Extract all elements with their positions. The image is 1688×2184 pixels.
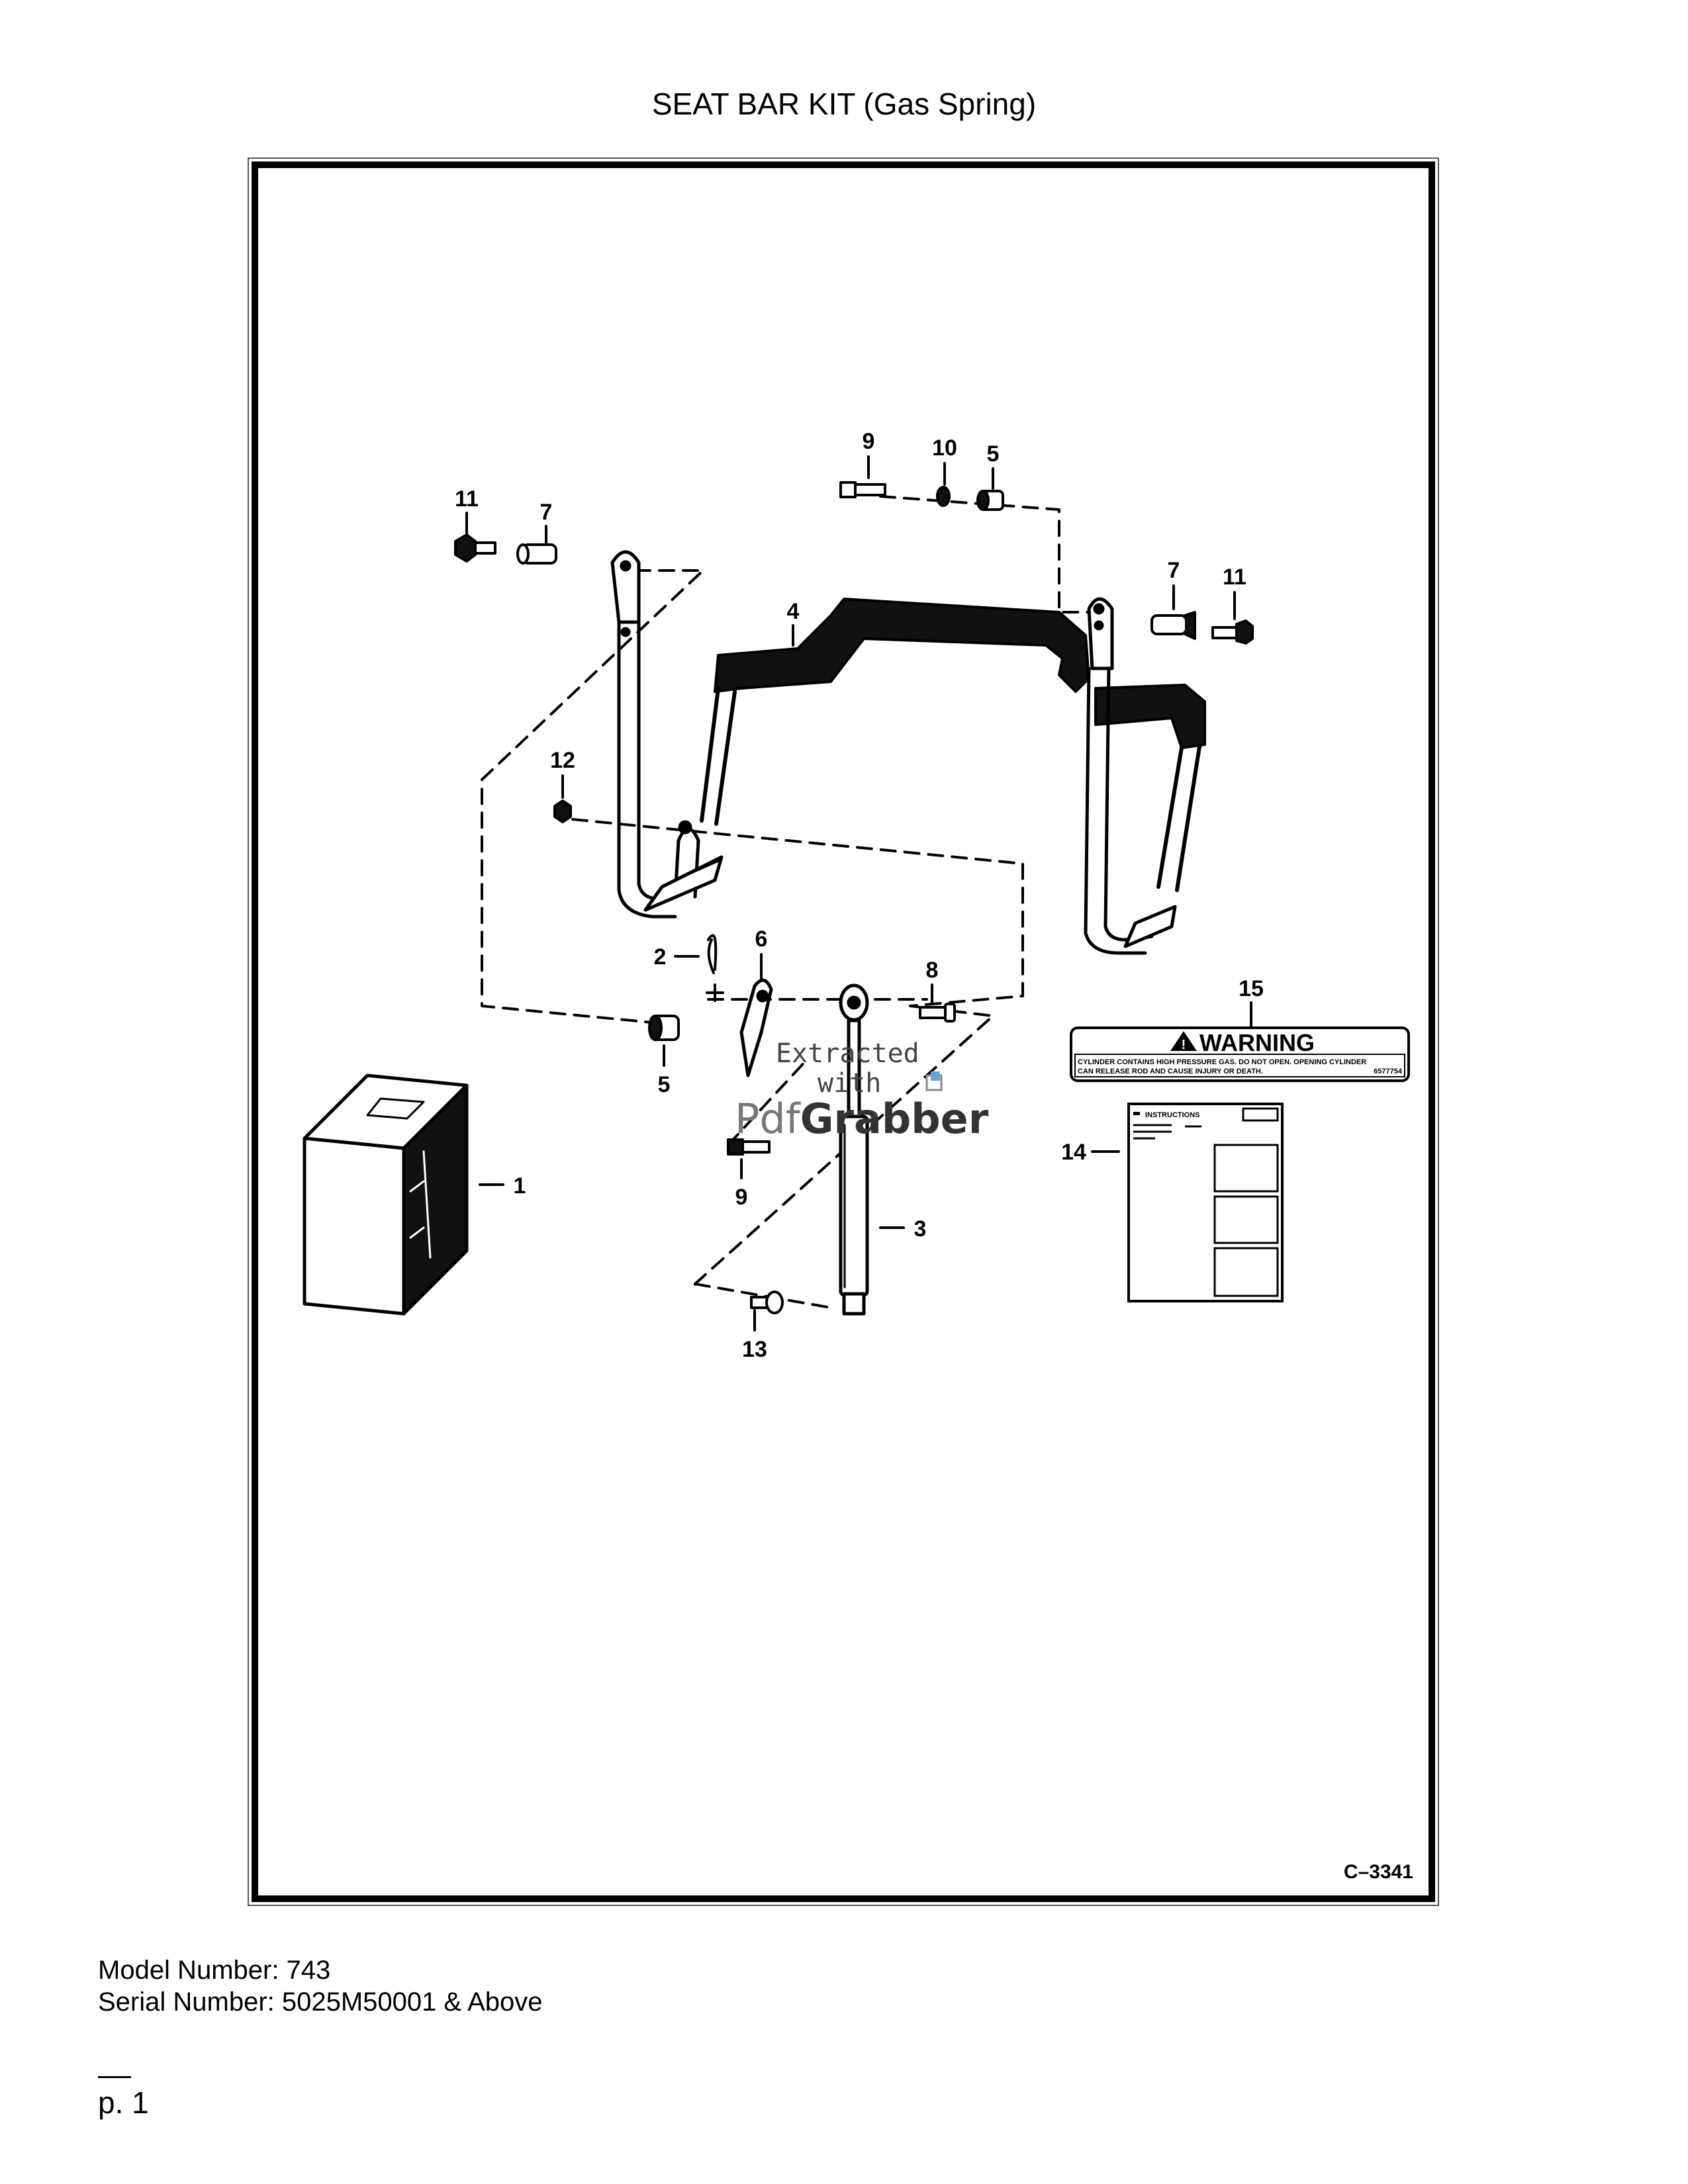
callout-5-top: 5 bbox=[987, 441, 1000, 467]
callout-7-right: 7 bbox=[1168, 558, 1180, 583]
instruction-sheet: INSTRUCTIONS bbox=[1127, 1103, 1284, 1302]
watermark-brand-grabber: Grabber bbox=[800, 1095, 989, 1143]
drawing-code: C–3341 bbox=[1344, 1861, 1413, 1883]
warning-text-line2: CAN RELEASE ROD AND CAUSE INJURY OR DEAT… bbox=[1078, 1068, 1263, 1075]
instruction-heading: INSTRUCTIONS bbox=[1145, 1111, 1200, 1119]
footer-rule bbox=[98, 2076, 131, 2078]
fastener-bolts bbox=[454, 481, 1254, 1314]
callout-9-bottom: 9 bbox=[735, 1185, 748, 1210]
bolt-9-bottom bbox=[727, 1138, 771, 1156]
callout-numbers: 11 7 9 10 5 7 11 4 12 2 6 8 5 9 1 3 13 1… bbox=[455, 429, 1413, 1883]
callout-10: 10 bbox=[932, 435, 957, 461]
callout-6: 6 bbox=[755, 927, 768, 952]
bushing-5-bottom bbox=[648, 1015, 680, 1041]
callout-14: 14 bbox=[1061, 1140, 1086, 1165]
callout-11-right: 11 bbox=[1223, 565, 1246, 590]
assembly-lines bbox=[481, 495, 1090, 1308]
callout-3: 3 bbox=[914, 1216, 927, 1242]
gas-spring bbox=[839, 983, 869, 1316]
seat-bar-crossbar bbox=[700, 598, 1206, 892]
bolt-11-left bbox=[454, 533, 496, 563]
warning-heading: WARNING bbox=[1199, 1029, 1315, 1056]
serial-number: Serial Number: 5025M50001 & Above bbox=[98, 1987, 543, 2017]
seat-bar-right-arm bbox=[1084, 597, 1177, 955]
callout-1: 1 bbox=[514, 1173, 526, 1199]
bolt-11-right bbox=[1211, 619, 1254, 645]
bushing-7-left bbox=[516, 543, 557, 565]
callout-9-top: 9 bbox=[863, 429, 875, 454]
bushing-7-right bbox=[1150, 611, 1196, 640]
callout-7-left: 7 bbox=[540, 500, 553, 525]
model-number: Model Number: 743 bbox=[98, 1956, 331, 1985]
bushing-5-top bbox=[976, 490, 1004, 511]
callout-13: 13 bbox=[742, 1337, 767, 1362]
callout-8: 8 bbox=[926, 958, 939, 983]
callout-11-left: 11 bbox=[455, 486, 479, 512]
callout-12: 12 bbox=[550, 748, 575, 773]
warning-part-no: 6577754 bbox=[1374, 1068, 1403, 1075]
svg-text:!: ! bbox=[1182, 1038, 1186, 1052]
diagram-frame-outer bbox=[248, 158, 1439, 1906]
hair-pin-clip bbox=[706, 934, 724, 1002]
page-title: SEAT BAR KIT (Gas Spring) bbox=[651, 87, 1037, 121]
callout-4: 4 bbox=[787, 599, 800, 624]
warning-decal: ! WARNING CYLINDER CONTAINS HIGH PRESSUR… bbox=[1070, 1026, 1410, 1082]
callout-5-bottom: 5 bbox=[658, 1072, 671, 1097]
pin-8 bbox=[919, 1003, 956, 1023]
callout-leaders bbox=[465, 455, 1252, 1332]
watermark-brand-pdf: Pdf bbox=[735, 1095, 802, 1143]
pin-13 bbox=[750, 1291, 784, 1314]
watermark-line1: Extracted bbox=[776, 1038, 919, 1069]
mounting-bracket bbox=[739, 978, 773, 1077]
seat-bar-left-arm bbox=[610, 550, 724, 919]
nut-12 bbox=[553, 799, 572, 823]
washer-10 bbox=[936, 486, 951, 507]
kit-box bbox=[303, 1073, 469, 1316]
diagram-frame bbox=[252, 161, 1435, 1902]
callout-15: 15 bbox=[1239, 976, 1264, 1001]
page-number: p. 1 bbox=[98, 2085, 149, 2120]
warning-text-line1: CYLINDER CONTAINS HIGH PRESSURE GAS. DO … bbox=[1078, 1058, 1366, 1066]
watermark-line2: with bbox=[818, 1068, 881, 1099]
pdfgrabber-watermark: Extracted with PdfGrabber bbox=[735, 1038, 989, 1143]
svg-text:PdfGrabber: PdfGrabber bbox=[735, 1095, 989, 1143]
callout-2: 2 bbox=[654, 944, 667, 970]
bolt-9-top bbox=[839, 481, 886, 498]
